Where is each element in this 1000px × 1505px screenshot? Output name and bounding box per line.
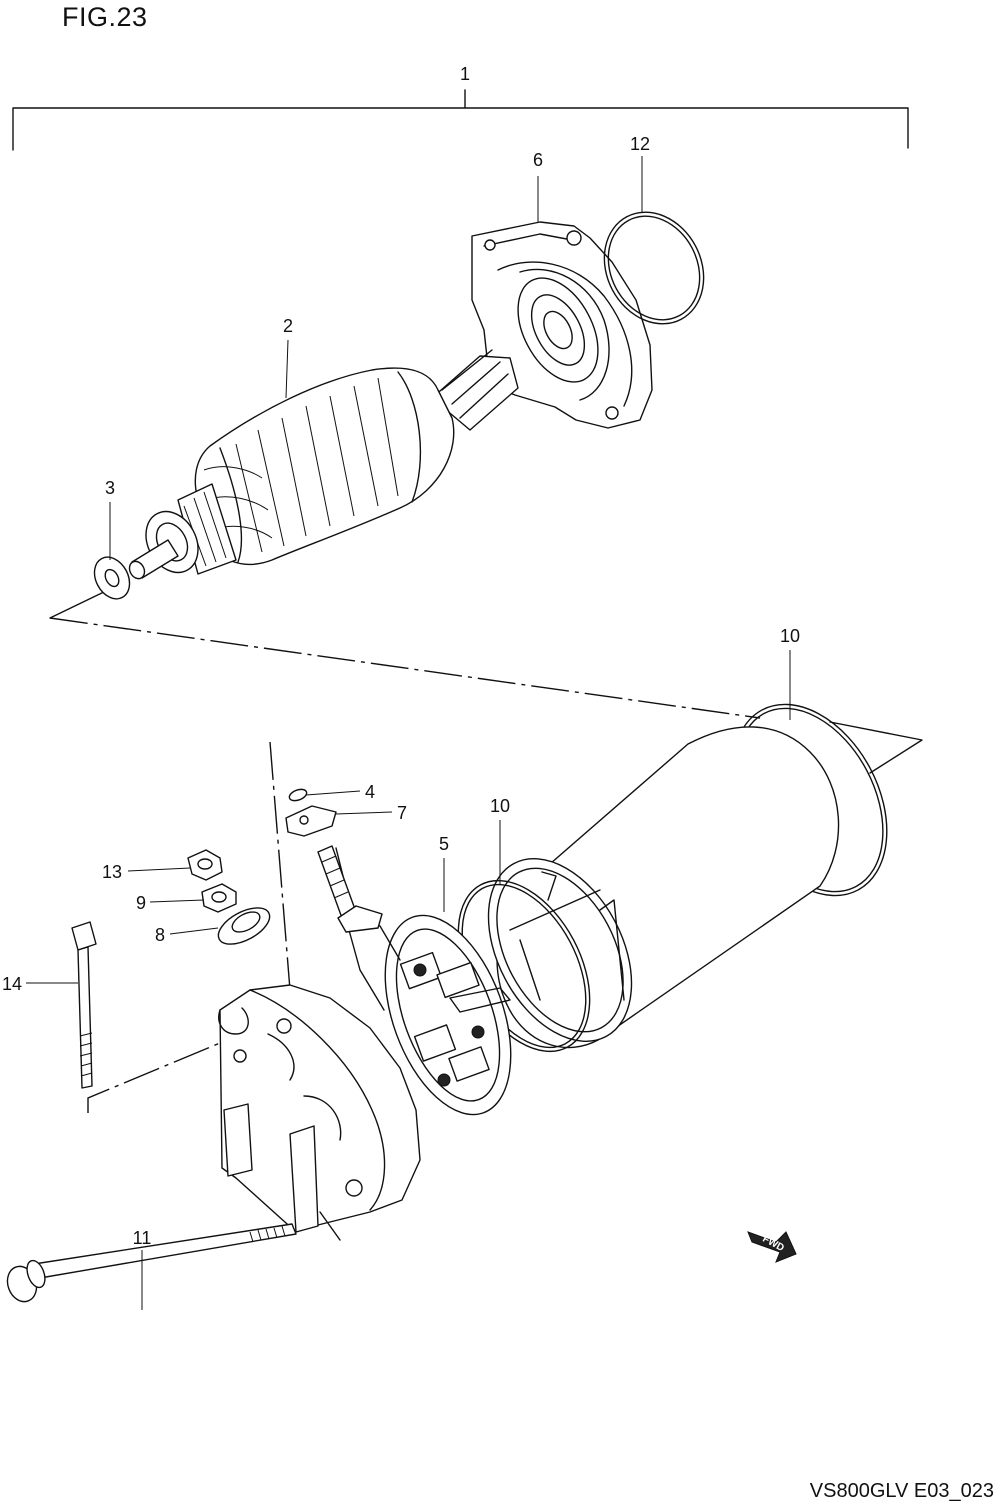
callout-4: 4 <box>365 782 375 802</box>
callout-2: 2 <box>283 316 293 336</box>
callout-12: 12 <box>630 134 650 154</box>
terminal-washer <box>201 883 237 913</box>
terminal-insulator <box>217 907 271 945</box>
assembly-guide-lines <box>49 589 923 1113</box>
leader-lines <box>26 156 791 1310</box>
callout-7: 7 <box>397 803 407 823</box>
nut <box>187 849 223 881</box>
callout-13: 13 <box>102 862 122 882</box>
callout-14: 14 <box>2 974 22 994</box>
callout-3: 3 <box>105 478 115 498</box>
callout-8: 8 <box>155 925 165 945</box>
terminal-plate <box>285 805 337 837</box>
mounting-bolt <box>71 921 97 1089</box>
figure-code: VS800GLV E03_023 <box>809 1480 994 1502</box>
small-o-ring <box>288 788 308 802</box>
brush-holder <box>317 845 512 1116</box>
washer <box>93 556 131 600</box>
callout-11: 11 <box>133 1228 152 1248</box>
callout-1: 1 <box>460 64 470 84</box>
figure-title: FIG.23 <box>62 2 148 32</box>
armature <box>128 349 519 580</box>
callout-5: 5 <box>439 834 449 854</box>
yoke-housing <box>487 726 840 1049</box>
through-bolt <box>6 1223 297 1303</box>
callout-10-yoke: 10 <box>780 626 800 646</box>
assembly-bracket <box>12 89 909 151</box>
front-housing <box>471 221 653 429</box>
o-ring-front <box>603 211 705 325</box>
callout-6: 6 <box>533 150 543 170</box>
rear-cover <box>218 984 421 1241</box>
fwd-direction-marker: FWD <box>747 1231 797 1263</box>
callout-10-front: 10 <box>490 796 510 816</box>
callout-labels: 1 2 3 4 5 6 7 8 9 10 10 11 12 13 14 <box>2 64 800 1248</box>
callout-9: 9 <box>136 893 146 913</box>
